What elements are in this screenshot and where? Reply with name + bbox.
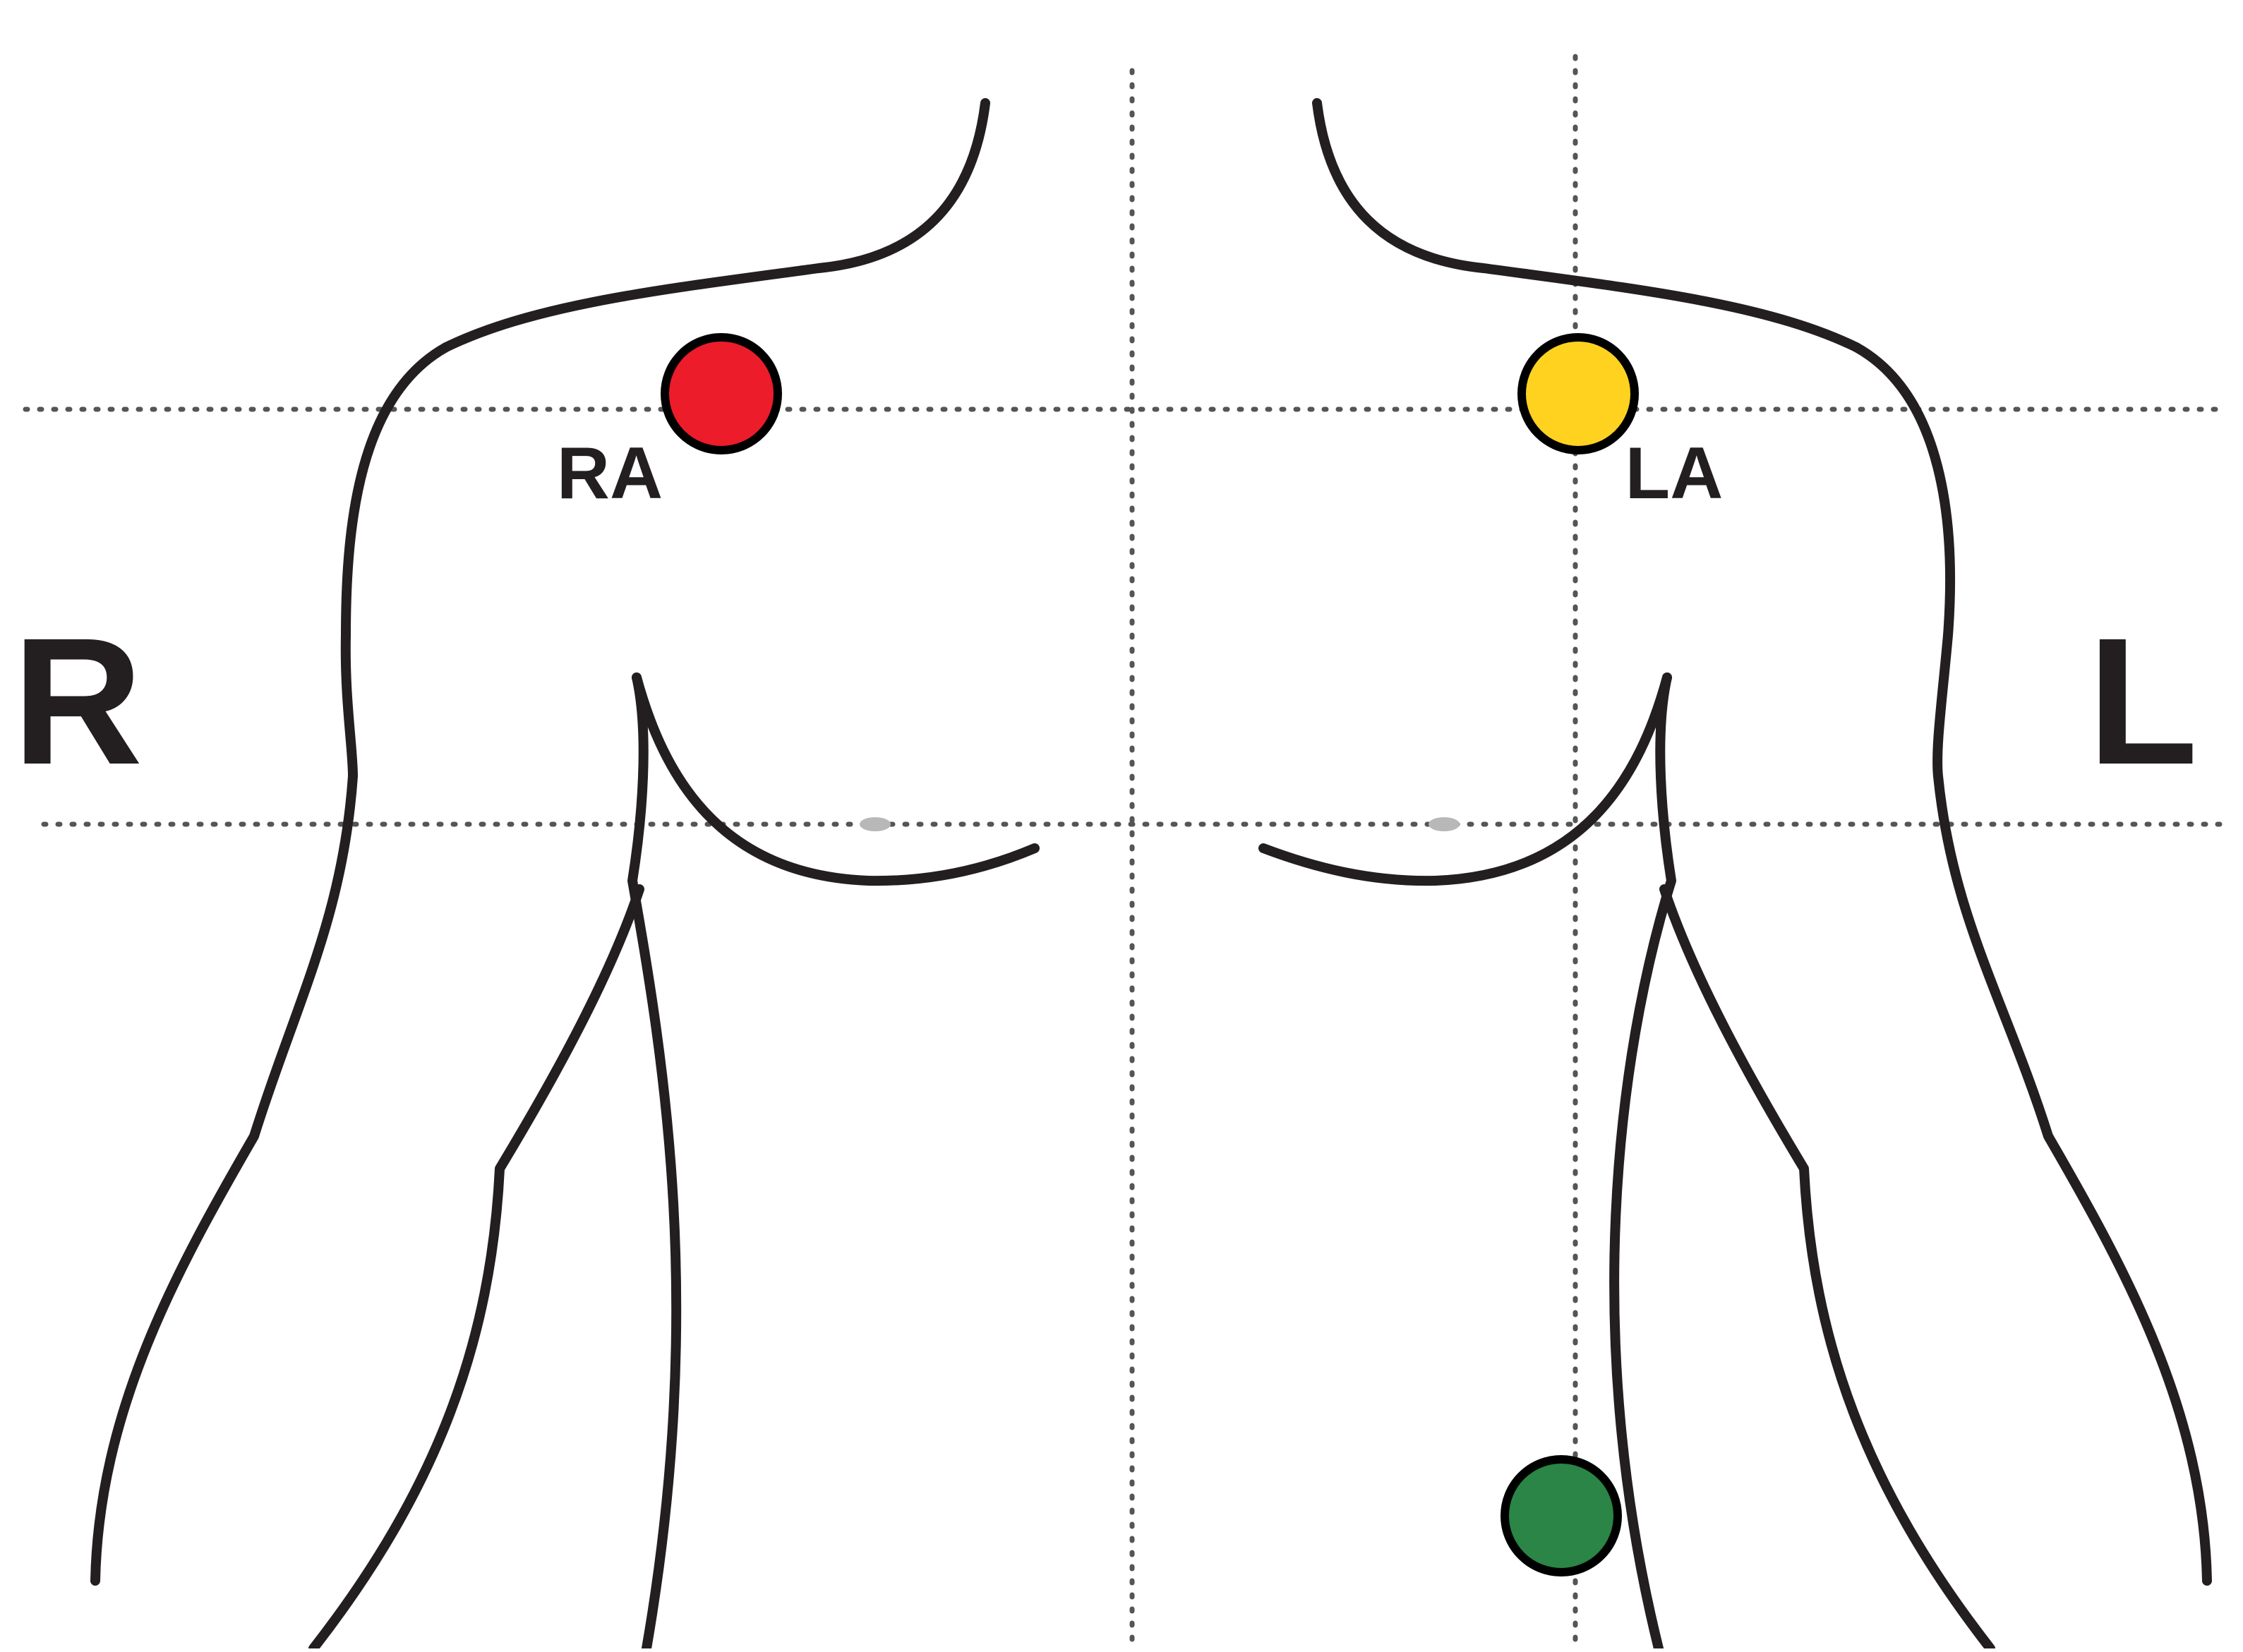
left-inner-arm — [1659, 884, 1995, 1652]
right-torso-side — [627, 673, 682, 1652]
ra-electrode-label: RA — [557, 433, 663, 514]
neck-left-line — [1312, 98, 1861, 352]
left-torso-side — [1609, 673, 1676, 1652]
right-inner-arm — [308, 884, 644, 1652]
right-pectoral-line — [632, 673, 1040, 886]
right-side-label: R — [13, 601, 143, 802]
right-nipple — [860, 817, 891, 831]
torso-outline — [90, 98, 2212, 1652]
left-nipple — [1429, 817, 1460, 831]
right-shoulder-outer-arm — [90, 342, 451, 1586]
reference-guides — [23, 54, 2233, 1651]
la-electrode-label: LA — [1625, 433, 1724, 514]
left-shoulder-outer-arm — [1851, 342, 2212, 1586]
la-electrode — [1517, 333, 1639, 454]
electrodes: RA LA — [557, 333, 1724, 1576]
left-pectoral-line — [1258, 673, 1672, 886]
left-side-label: L — [2088, 601, 2198, 802]
neck-right-line — [441, 98, 990, 352]
ra-electrode — [661, 333, 782, 454]
ll-electrode — [1501, 1455, 1622, 1576]
